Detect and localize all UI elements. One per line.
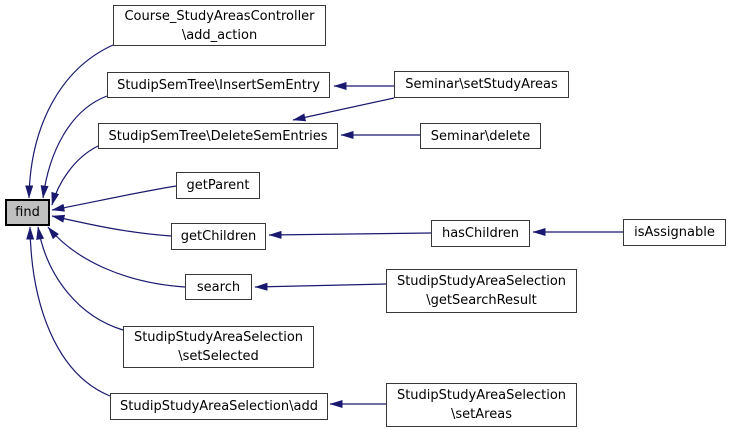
node-studipstudyareaselection-add[interactable]: StudipStudyAreaSelection\add xyxy=(110,393,328,420)
node-seminar-delete[interactable]: Seminar\delete xyxy=(420,123,541,149)
node-is-assignable-label: isAssignable xyxy=(634,225,715,240)
node-studipsemtree-insertsementry[interactable]: StudipSemTree\InsertSemEntry xyxy=(107,72,330,98)
edge-insert-sem-entry-to-find xyxy=(40,95,108,199)
node-set-areas-line1: StudipStudyAreaSelection xyxy=(396,388,567,403)
edge-search-to-find xyxy=(47,226,186,288)
node-set-selected-line1: StudipStudyAreaSelection xyxy=(133,330,304,345)
node-getparent[interactable]: getParent xyxy=(176,172,260,199)
edge-delete-sem-entries-to-find xyxy=(51,145,99,206)
node-studipsemtree-deletesementries[interactable]: StudipSemTree\DeleteSemEntries xyxy=(98,123,338,149)
node-add-action-line2: \add_action xyxy=(181,27,258,43)
node-get-search-result-line1: StudipStudyAreaSelection xyxy=(396,274,567,289)
node-has-children-label: hasChildren xyxy=(441,226,520,241)
node-studipstudyareaselection-getsearchresult[interactable]: StudipStudyAreaSelection \getSearchResul… xyxy=(386,269,577,313)
edge-add-to-find xyxy=(26,226,111,397)
edge-get-children-to-find xyxy=(51,214,172,237)
node-get-children-label: getChildren xyxy=(180,229,257,244)
node-course-studyareascontroller-add-action[interactable]: Course_StudyAreasController \add_action xyxy=(113,5,326,46)
edge-has-children-to-get-children xyxy=(268,230,432,239)
node-seminar-delete-label: Seminar\delete xyxy=(430,128,531,144)
node-seminar-setstudyareas[interactable]: Seminar\setStudyAreas xyxy=(394,71,569,98)
node-search-label: search xyxy=(196,279,241,295)
node-isassignable[interactable]: isAssignable xyxy=(623,219,726,246)
node-getchildren[interactable]: getChildren xyxy=(171,223,266,250)
node-delete-sem-entries-label: StudipSemTree\DeleteSemEntries xyxy=(108,128,328,144)
node-get-search-result-line2: \getSearchResult xyxy=(426,293,537,308)
edge-get-parent-to-find xyxy=(51,185,177,212)
node-add-label: StudipStudyAreaSelection\add xyxy=(120,399,318,414)
node-insert-sem-entry-label: StudipSemTree\InsertSemEntry xyxy=(117,77,320,93)
edge-set-study-areas-to-delete-sem-entries xyxy=(292,97,395,122)
node-studipstudyareaselection-setareas[interactable]: StudipStudyAreaSelection \setAreas xyxy=(386,383,577,427)
node-haschildren[interactable]: hasChildren xyxy=(431,220,530,247)
node-studipstudyareaselection-setselected[interactable]: StudipStudyAreaSelection \setSelected xyxy=(123,326,314,368)
node-search[interactable]: search xyxy=(185,274,252,300)
node-set-study-areas-label: Seminar\setStudyAreas xyxy=(405,77,558,92)
edge-add-action-to-find xyxy=(25,44,114,199)
edge-set-selected-to-find xyxy=(36,226,124,331)
node-set-selected-line2: \setSelected xyxy=(178,349,259,364)
node-find: find xyxy=(5,199,50,226)
node-get-parent-label: getParent xyxy=(186,178,250,193)
node-set-areas-line2: \setAreas xyxy=(451,407,512,422)
edge-get-search-result-to-search xyxy=(254,282,387,291)
node-add-action-line1: Course_StudyAreasController xyxy=(124,8,315,24)
node-find-label: find xyxy=(15,205,40,220)
